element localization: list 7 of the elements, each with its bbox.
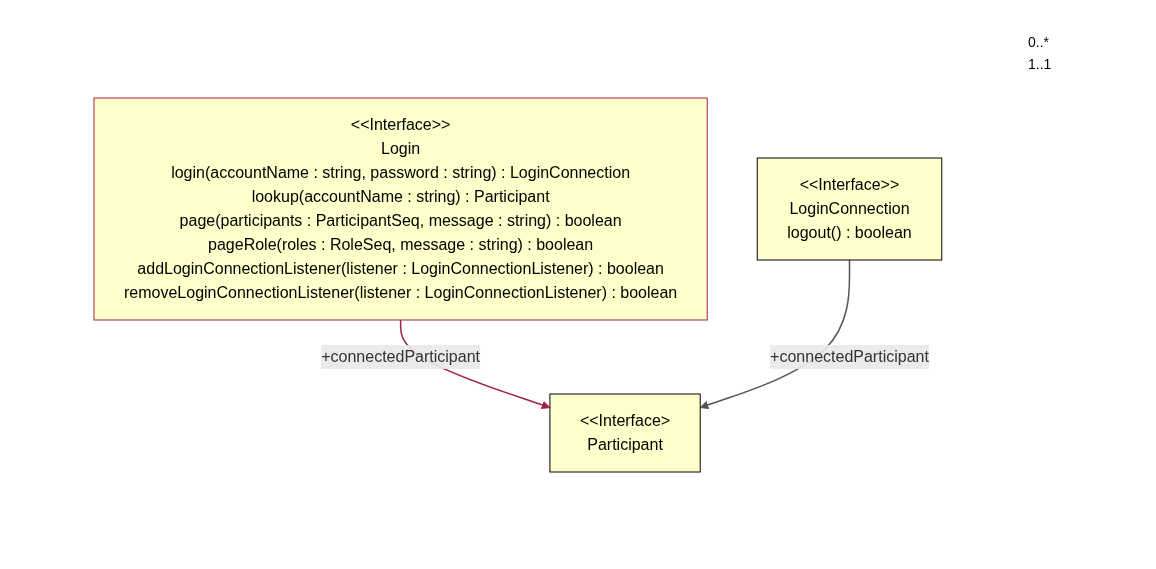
node-box: <<Interface> Participant <box>549 393 701 472</box>
node-box: <<Interface>> LoginConnection logout() : boolean <box>756 157 943 260</box>
node-box: <<Interface>> Login login(accountName : string, password : string) : LoginConnection lookup(accountName : string) : Participant page(participants : ParticipantSeq, message : string) : boolean pageRole(roles : RoleSeq, message : string) : boolean addLoginConnectionListener(listener : LoginConnectionListener) : boolean removeLoginConnectionListener(listener : LoginConnectionListener) : boolean <box>93 97 708 320</box>
multiplicity-label: 0..* <box>1028 34 1050 50</box>
edge-label: +connectedParticipant <box>321 347 481 365</box>
edge-label: +connectedParticipant <box>770 347 929 365</box>
multiplicity-label: 1..1 <box>1028 56 1053 72</box>
